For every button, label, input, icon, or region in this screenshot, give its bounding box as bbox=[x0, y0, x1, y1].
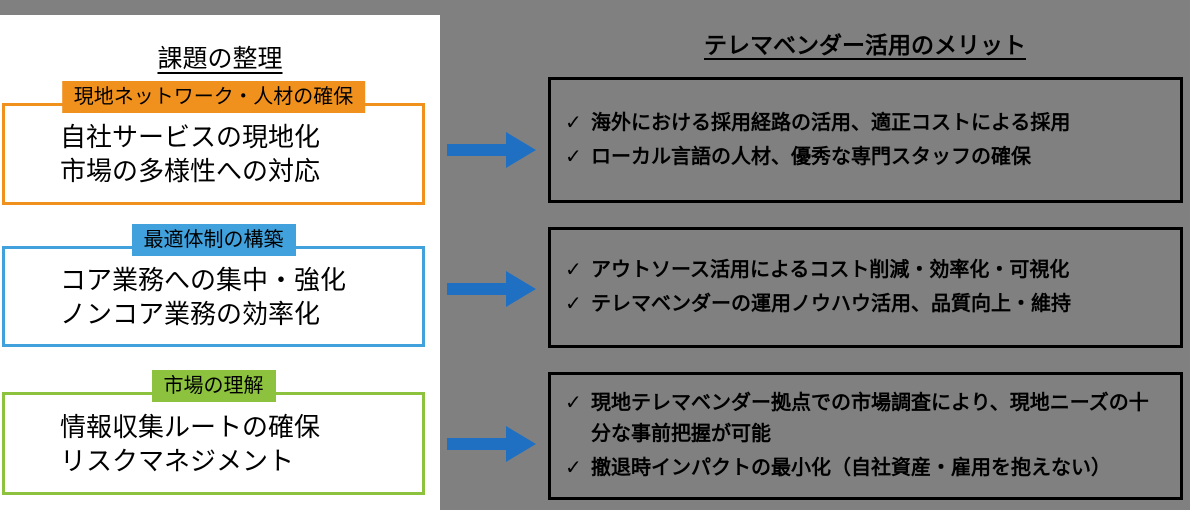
issue-line: リスクマネジメント bbox=[60, 445, 295, 476]
merit-item-text: テレマベンダーの運用ノウハウ活用、品質向上・維持 bbox=[591, 293, 1071, 315]
merit-item: ✓ 撤退時インパクトの最小化（自社資産・雇用を抱えない） bbox=[565, 453, 1166, 484]
check-icon: ✓ bbox=[565, 111, 582, 134]
merit-box-recruiting: ✓ 海外における採用経路の活用、適正コストによる採用 ✓ ローカル言語の人材、優… bbox=[548, 77, 1183, 203]
issue-line: コア業務への集中・強化 bbox=[60, 264, 347, 295]
issue-line: 自社サービスの現地化 bbox=[60, 122, 321, 152]
merit-item-text: 撤退時インパクトの最小化（自社資産・雇用を抱えない） bbox=[591, 457, 1111, 479]
right-arrow-icon bbox=[447, 132, 536, 168]
issue-box-market-understanding-tab: 市場の理解 bbox=[151, 370, 276, 402]
right-arrow-icon bbox=[447, 426, 536, 462]
issue-box-local-network: 現地ネットワーク・人材の確保 自社サービスの現地化 市場の多様性への対応 bbox=[2, 81, 425, 205]
issue-box-market-understanding-text: 情報収集ルートの確保 リスクマネジメント bbox=[5, 395, 422, 492]
check-icon: ✓ bbox=[565, 392, 582, 414]
check-icon: ✓ bbox=[565, 293, 582, 315]
merit-item: ✓ テレマベンダーの運用ノウハウ活用、品質向上・維持 bbox=[565, 289, 1166, 320]
merit-box-outsourcing: ✓ アウトソース活用によるコスト削減・効率化・可視化 ✓ テレマベンダーの運用ノ… bbox=[548, 227, 1183, 348]
check-icon: ✓ bbox=[565, 259, 582, 281]
right-panel-title: テレマベンダー活用のメリット bbox=[704, 32, 1026, 58]
right-arrow-icon bbox=[447, 271, 536, 307]
left-panel-title: 課題の整理 bbox=[157, 45, 283, 73]
issue-line: 情報収集ルートの確保 bbox=[60, 411, 321, 442]
issue-box-market-understanding: 市場の理解 情報収集ルートの確保 リスクマネジメント bbox=[2, 370, 425, 495]
check-icon: ✓ bbox=[565, 457, 582, 479]
merit-list: ✓ アウトソース活用によるコスト削減・効率化・可視化 ✓ テレマベンダーの運用ノ… bbox=[565, 230, 1166, 345]
merit-item: ✓ アウトソース活用によるコスト削減・効率化・可視化 bbox=[565, 255, 1166, 286]
issue-box-local-network-text: 自社サービスの現地化 市場の多様性への対応 bbox=[5, 106, 422, 202]
merit-item: ✓ ローカル言語の人材、優秀な専門スタッフの確保 bbox=[565, 142, 1166, 173]
merit-item: ✓ 現地テレマベンダー拠点での市場調査により、現地ニーズの十分な事前把握が可能 bbox=[565, 388, 1166, 450]
merit-item-text: 現地テレマベンダー拠点での市場調査により、現地ニーズの十分な事前把握が可能 bbox=[591, 392, 1149, 445]
issue-box-local-network-tab: 現地ネットワーク・人材の確保 bbox=[61, 81, 366, 113]
merit-item-text: ローカル言語の人材、優秀な専門スタッフの確保 bbox=[591, 145, 1031, 168]
merit-item-text: アウトソース活用によるコスト削減・効率化・可視化 bbox=[591, 259, 1070, 281]
merit-list: ✓ 海外における採用経路の活用、適正コストによる採用 ✓ ローカル言語の人材、優… bbox=[565, 80, 1166, 200]
merit-list: ✓ 現地テレマベンダー拠点での市場調査により、現地ニーズの十分な事前把握が可能 … bbox=[565, 375, 1166, 497]
issue-line: ノンコア業務の効率化 bbox=[60, 298, 321, 329]
issue-box-optimal-structure-tab: 最適体制の構築 bbox=[131, 224, 296, 256]
check-icon: ✓ bbox=[565, 145, 582, 168]
issue-box-optimal-structure: 最適体制の構築 コア業務への集中・強化 ノンコア業務の効率化 bbox=[2, 224, 425, 347]
merit-item: ✓ 海外における採用経路の活用、適正コストによる採用 bbox=[565, 108, 1166, 139]
merit-item-text: 海外における採用経路の活用、適正コストによる採用 bbox=[591, 111, 1071, 134]
merit-box-market-research: ✓ 現地テレマベンダー拠点での市場調査により、現地ニーズの十分な事前把握が可能 … bbox=[548, 372, 1183, 500]
issue-line: 市場の多様性への対応 bbox=[60, 156, 321, 186]
issue-box-optimal-structure-text: コア業務への集中・強化 ノンコア業務の効率化 bbox=[5, 249, 422, 344]
